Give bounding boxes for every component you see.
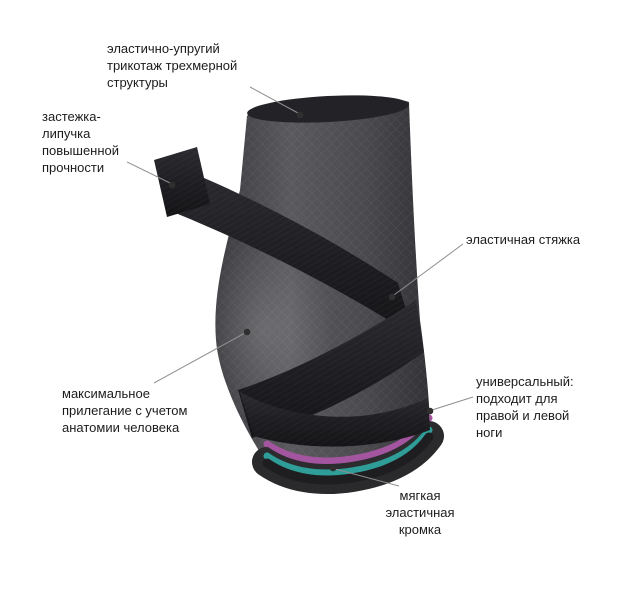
leader-fit: [153, 332, 246, 384]
velcro-tab: [154, 147, 210, 217]
callout-dot: [388, 293, 396, 301]
callout-dot: [243, 328, 251, 336]
leader-knit: [249, 86, 299, 114]
callout-label-fit: максимальное прилегание с учетом анатоми…: [62, 386, 188, 435]
callout-dot: [329, 464, 337, 472]
cuff-teal-stripe: [263, 426, 433, 477]
callout-dot: [426, 407, 434, 415]
callout-dots: [168, 111, 434, 472]
callout-dot: [168, 181, 176, 189]
elastic-strap-wrap: [168, 168, 430, 447]
leader-lines: [126, 86, 474, 487]
callout-label-knit: эластично-упругий трикотаж трехмерной ст…: [107, 41, 238, 90]
callout-label-universal: универсальный: подходит для правой и лев…: [476, 374, 574, 440]
callout-dot: [296, 111, 304, 119]
leader-velcro: [126, 161, 171, 184]
sleeve-top-opening: [247, 95, 409, 123]
callout-label-tie: эластичная стяжка: [466, 232, 581, 247]
leader-tie: [393, 243, 464, 296]
callout-label-velcro: застежка- липучка повышенной прочности: [42, 109, 120, 175]
callout-label-edge: мягкая эластичная кромка: [385, 488, 455, 537]
leader-universal: [431, 396, 474, 411]
leader-edge: [334, 468, 400, 487]
